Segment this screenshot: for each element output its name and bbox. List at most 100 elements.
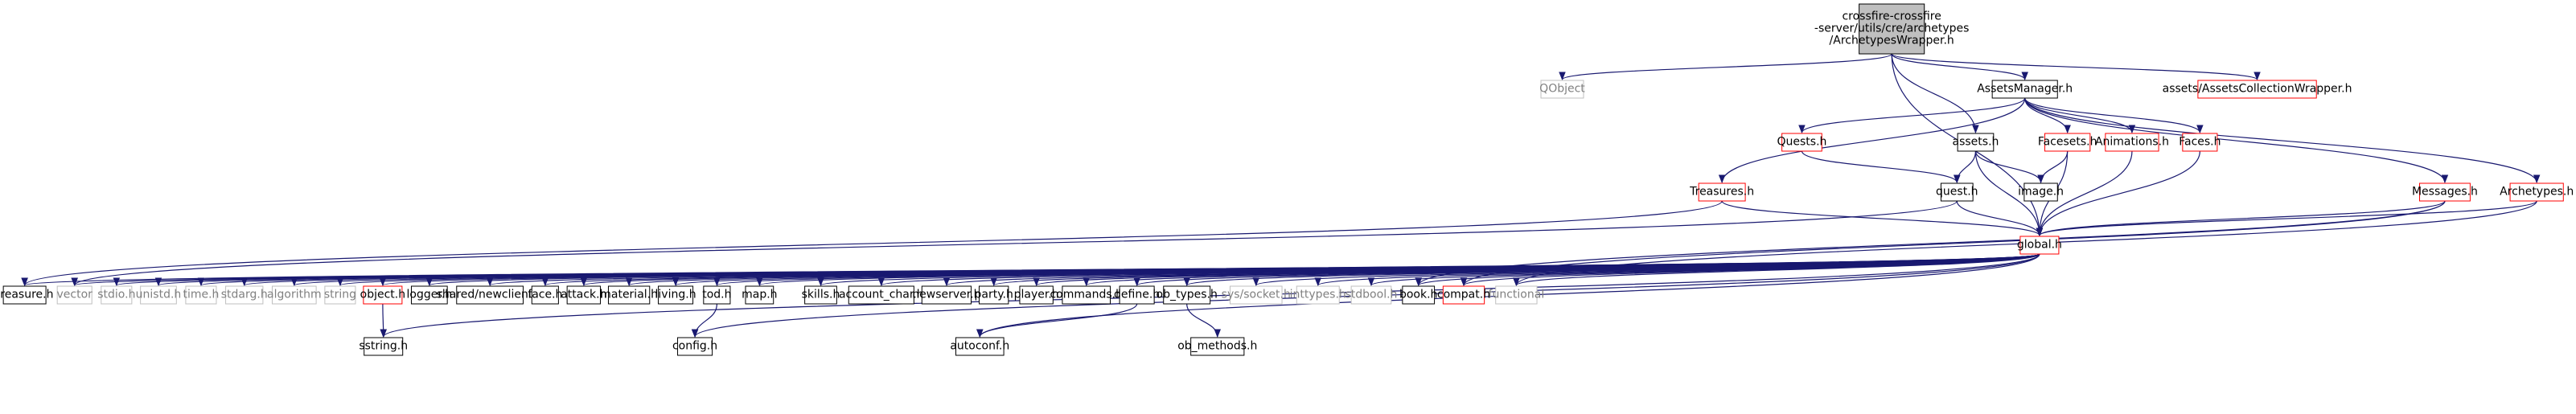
node-tod-box xyxy=(703,285,731,305)
node-unistd: unistd.h xyxy=(136,285,181,305)
node-book[interactable]: book.h xyxy=(1399,285,1437,305)
node-attack[interactable]: attack.h xyxy=(561,285,606,305)
node-messages[interactable]: Messages.h xyxy=(2412,182,2478,202)
node-skills-box xyxy=(804,285,837,305)
node-root-label: -server/utils/cre/archetypes xyxy=(1814,23,1970,35)
node-face-label: face.h xyxy=(528,289,562,301)
edge-global-to-skills xyxy=(817,253,2040,287)
node-faces[interactable]: Faces.h xyxy=(2179,133,2221,152)
node-vector-label: vector xyxy=(56,289,92,301)
node-commands-box xyxy=(1062,285,1111,305)
node-treasure-label: treasure.h xyxy=(0,289,53,301)
node-stdio-label: stdio.h xyxy=(97,289,135,301)
node-newserver[interactable]: newserver.h xyxy=(912,285,981,305)
node-attack-box xyxy=(566,285,602,305)
node-config-box xyxy=(677,337,713,356)
node-image[interactable]: image.h xyxy=(2018,182,2064,202)
node-treasures[interactable]: Treasures.h xyxy=(1689,182,1754,202)
node-animations-label: Animations.h xyxy=(2095,136,2169,149)
node-account_char[interactable]: account_char.h xyxy=(839,285,924,305)
node-animations[interactable]: Animations.h xyxy=(2095,133,2169,152)
node-assets[interactable]: assets.h xyxy=(1953,133,1999,152)
edge-faces-to-global xyxy=(2036,150,2200,237)
edge-assetsmanager-to-treasures xyxy=(1718,97,2026,184)
node-compat[interactable]: compat.h xyxy=(1437,285,1490,305)
node-skills[interactable]: skills.h xyxy=(802,285,840,305)
edge-global-to-functional xyxy=(1513,253,2040,287)
edge-define-to-autoconf xyxy=(976,303,1138,338)
node-ob_methods[interactable]: ob_methods.h xyxy=(1177,337,1257,356)
node-sstring-box xyxy=(364,337,404,356)
node-stdbool-label: stdbool.h xyxy=(1346,289,1398,301)
node-living[interactable]: living.h xyxy=(655,285,696,305)
node-autoconf[interactable]: autoconf.h xyxy=(950,337,1009,356)
node-logger[interactable]: logger.h xyxy=(407,285,453,305)
node-image-label: image.h xyxy=(2018,186,2064,199)
node-assetscollection-box xyxy=(2197,80,2317,99)
node-map[interactable]: map.h xyxy=(742,285,778,305)
node-stdarg-box xyxy=(225,285,264,305)
node-facesets[interactable]: Facesets.h xyxy=(2038,133,2097,152)
node-root-label: /ArchetypesWrapper.h xyxy=(1830,35,1954,47)
node-account_char-label: account_char.h xyxy=(839,289,924,301)
node-vector-box xyxy=(56,285,92,305)
node-tod[interactable]: tod.h xyxy=(702,285,732,305)
node-commands[interactable]: commands.h xyxy=(1050,285,1123,305)
node-face[interactable]: face.h xyxy=(528,285,562,305)
node-quest-box xyxy=(1940,182,1974,202)
node-assetscollection-label: assets/AssetsCollectionWrapper.h xyxy=(2163,83,2352,96)
node-newclient[interactable]: shared/newclient.h xyxy=(437,285,544,305)
edge-animations-to-global xyxy=(2036,150,2133,237)
edge-treasures-to-treasure xyxy=(21,200,1723,287)
node-quest[interactable]: quest.h xyxy=(1936,182,1978,202)
node-stdarg-label: stdarg.h xyxy=(221,289,268,301)
node-define[interactable]: define.h xyxy=(1114,285,1160,305)
node-treasures-label: Treasures.h xyxy=(1689,186,1754,199)
edge-object-to-sstring xyxy=(380,303,388,338)
node-global[interactable]: global.h xyxy=(2017,236,2062,255)
edge-assetsmanager-to-quests xyxy=(1798,97,2026,134)
node-sstring[interactable]: sstring.h xyxy=(359,337,408,356)
node-archetypes-box xyxy=(2509,182,2564,202)
edge-messages-to-global xyxy=(2036,200,2446,237)
edge-assetsmanager-to-archetypes xyxy=(2024,97,2541,184)
node-assetscollection[interactable]: assets/AssetsCollectionWrapper.h xyxy=(2163,80,2352,99)
node-object[interactable]: object.h xyxy=(360,285,405,305)
edge-assetsmanager-to-facesets xyxy=(2024,97,2071,134)
edge-tod-to-config xyxy=(691,303,717,338)
node-root-label: crossfire-crossfire xyxy=(1842,10,1941,23)
node-stdio-box xyxy=(101,285,133,305)
node-config[interactable]: config.h xyxy=(672,337,717,356)
node-ob_types[interactable]: ob_types.h xyxy=(1157,285,1218,305)
node-functional-label: functional xyxy=(1489,289,1545,301)
node-string: string xyxy=(324,285,356,305)
node-party[interactable]: party.h xyxy=(975,285,1013,305)
node-account_char-box xyxy=(848,285,914,305)
node-quests[interactable]: Quests.h xyxy=(1777,133,1826,152)
node-quest-label: quest.h xyxy=(1936,186,1978,199)
node-string-label: string xyxy=(324,289,356,301)
edge-quest-to-vector xyxy=(71,200,1958,287)
edge-root-to-qobject xyxy=(1559,53,1892,81)
node-treasure[interactable]: treasure.h xyxy=(0,285,53,305)
node-logger-box xyxy=(410,285,448,305)
node-player[interactable]: player.h xyxy=(1014,285,1059,305)
node-time-box xyxy=(185,285,217,305)
node-assetsmanager[interactable]: AssetsManager.h xyxy=(1977,80,2073,99)
node-inttypes-box xyxy=(1296,285,1340,305)
node-unistd-box xyxy=(140,285,177,305)
node-material[interactable]: material.h xyxy=(600,285,658,305)
node-stdarg: stdarg.h xyxy=(221,285,268,305)
edge-assets-to-image xyxy=(1974,150,2044,184)
node-attack-label: attack.h xyxy=(561,289,606,301)
node-messages-label: Messages.h xyxy=(2412,186,2478,199)
node-algorithm-label: algorithm xyxy=(267,289,322,301)
edge-root-to-assetscollection xyxy=(1891,53,2261,81)
node-global-box xyxy=(2019,236,2060,255)
node-archetypes[interactable]: Archetypes.h xyxy=(2500,182,2574,202)
node-root[interactable]: crossfire-crossfire-server/utils/cre/arc… xyxy=(1814,3,1970,55)
node-living-box xyxy=(658,285,694,305)
edge-global-to-sstring xyxy=(380,253,2040,338)
node-player-label: player.h xyxy=(1014,289,1059,301)
node-treasures-box xyxy=(1698,182,1746,202)
